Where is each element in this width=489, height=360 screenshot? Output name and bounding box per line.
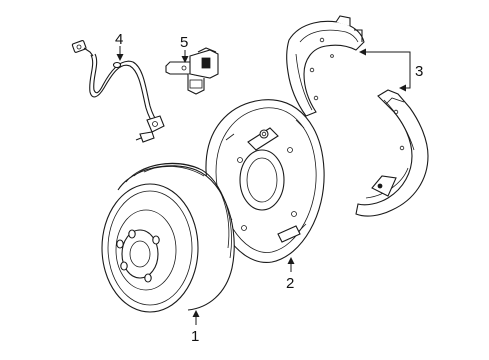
brake-shoe-upper [286, 15, 365, 117]
brake-shoe-lower [355, 89, 429, 217]
wheel-studs [116, 229, 160, 283]
backing-plate [205, 99, 325, 263]
callout-1: 1 [191, 328, 199, 345]
callout-3: 3 [415, 63, 423, 80]
abs-sensor-harness [71, 40, 165, 143]
sensor-tip [135, 115, 165, 143]
abs-sensor [165, 47, 219, 95]
leader-lines [116, 46, 411, 325]
callout-5: 5 [180, 34, 188, 51]
callout-2: 2 [286, 275, 294, 292]
callout-4: 4 [115, 31, 123, 48]
harness-connector [71, 40, 94, 57]
brake-drum [101, 162, 235, 313]
